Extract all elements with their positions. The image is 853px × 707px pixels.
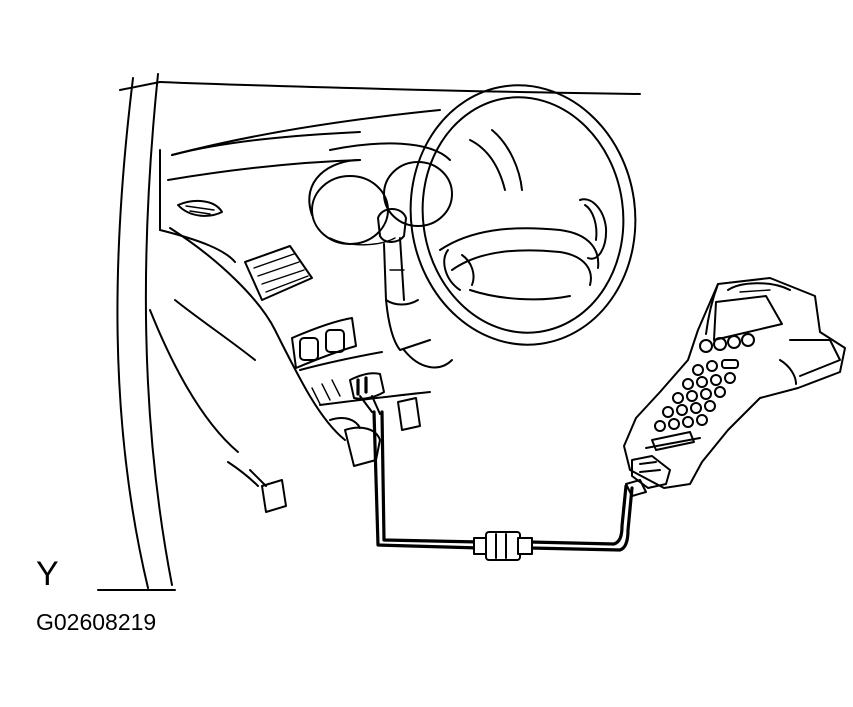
defroster-vent bbox=[177, 199, 223, 217]
scan-tool-cable bbox=[372, 410, 634, 552]
side-air-vent bbox=[244, 245, 313, 301]
a-pillar bbox=[97, 73, 176, 591]
view-letter-label: Y bbox=[36, 555, 59, 593]
cable-adapter bbox=[473, 531, 533, 561]
pedals bbox=[249, 397, 421, 513]
hand-held-tester bbox=[623, 277, 846, 497]
knee-panel bbox=[299, 351, 383, 405]
steering-column bbox=[377, 208, 453, 369]
switch-panel bbox=[291, 317, 357, 369]
dash-lower-panel bbox=[149, 227, 431, 487]
dashboard-top bbox=[159, 81, 641, 231]
tester-keypad bbox=[651, 359, 739, 451]
steering-wheel bbox=[409, 84, 637, 346]
dlc3-connector bbox=[349, 372, 385, 415]
instrument-cluster bbox=[308, 142, 453, 246]
figure-code-label: G02608219 bbox=[36, 609, 157, 635]
